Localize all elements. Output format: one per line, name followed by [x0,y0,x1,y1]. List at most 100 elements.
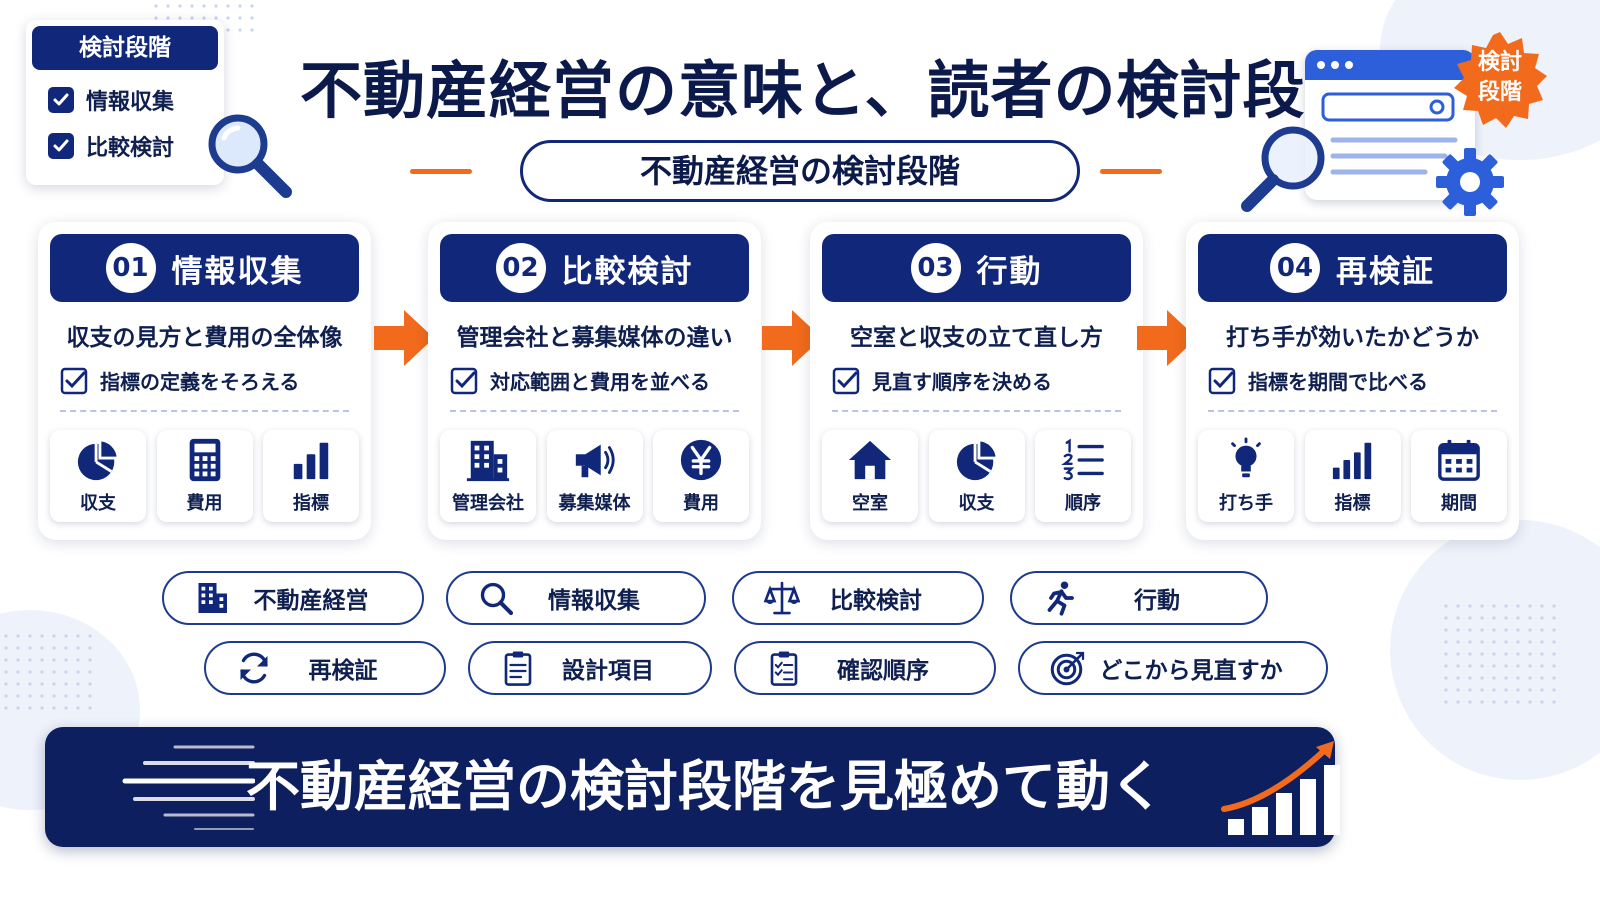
checklist-icon [770,651,798,686]
keyword-pill: 設計項目 [468,641,712,695]
stage-name: 情報収集 [171,253,304,290]
arrow-right-icon [762,310,822,366]
house-icon [848,440,892,480]
divider [60,410,349,412]
stage-checkpoint-label: 見直す順序を決める [872,370,1052,394]
stage-checkpoint: 指標を期間で比べる [1208,366,1498,395]
speed-lines-icon [122,745,255,830]
tile-label: 空室 [852,493,888,514]
clipboard-icon [504,651,532,686]
divider [1208,410,1497,412]
lightbulb-icon [1231,437,1261,478]
arrow-right-icon [374,310,434,366]
checklist-card: 検討段階 情報収集 比較検討 [26,20,224,185]
stage-header: 04 再検証 [1198,234,1507,302]
checkbox-checked-icon [1208,367,1236,394]
keyword-label: 確認順序 [837,658,929,684]
stage-description: 管理会社と募集媒体の違い [456,325,733,351]
icon-tile: 収支 [50,430,146,522]
badge-burst-icon [1454,32,1547,128]
icon-tile: 指標 [1304,430,1401,522]
keyword-label: 比較検討 [830,588,922,614]
divider [450,410,739,412]
pie-chart-icon [77,438,120,481]
stage-header: 03 行動 [822,234,1131,302]
building-icon [198,583,227,613]
stage-header: 01 情報収集 [50,234,359,302]
icon-tile: 指標 [263,430,359,522]
stage-number: 02 [495,243,546,293]
stage-header: 02 比較検討 [440,234,749,302]
stage-name: 再検証 [1336,253,1435,290]
browser-window-illustration [1305,50,1475,200]
growth-chart-icon [1221,741,1340,835]
checkbox-checked-icon [48,133,74,159]
stage-number: 01 [105,243,156,293]
section-subtitle: 不動産経営の検討段階 [520,140,1080,202]
keyword-label: どこから見直すか [1099,658,1283,684]
bar-chart-icon [1332,442,1371,480]
stage-checkpoint: 指標の定義をそろえる [60,366,350,395]
icon-tile: 空室 [822,430,918,522]
icon-tile: 打ち手 [1198,430,1294,522]
keyword-label: 設計項目 [562,658,654,684]
gear-icon [1436,148,1504,216]
badge-line: 検討 [1477,50,1522,75]
keyword-pill: 不動産経営 [162,571,424,625]
search-icon [480,582,514,616]
scale-icon [764,581,800,615]
stage-description: 収支の見方と費用の全体像 [66,325,343,351]
stage-checkpoint: 見直す順序を決める [832,366,1122,395]
checkbox-checked-icon [48,87,74,113]
keyword-pill: どこから見直すか [1018,641,1328,695]
pie-chart-icon [956,438,999,481]
stage-checkpoint-label: 指標の定義をそろえる [100,370,300,394]
checkbox-checked-icon [60,367,88,394]
keyword-pill: 情報収集 [446,571,706,625]
tile-label: 指標 [1334,493,1371,514]
refresh-icon [240,652,268,684]
tile-label: 順序 [1065,493,1101,514]
conclusion-text: 不動産経営の検討段階を見極めて動く [246,755,1164,818]
icon-tile: 順序 [1035,430,1131,522]
conclusion-banner: 不動産経営の検討段階を見極めて動く [45,727,1340,847]
page-title: 不動産経営の意味と、読者の検討段階 [300,54,1369,127]
badge-line: 段階 [1477,80,1522,105]
stage-name: 比較検討 [561,253,694,290]
tile-label: 打ち手 [1219,493,1273,514]
divider [832,410,1121,412]
stage-number: 03 [910,243,961,293]
checkbox-checked-icon [450,367,478,394]
megaphone-icon [575,444,615,478]
search-bar-icon [1321,92,1458,175]
keyword-label: 行動 [1134,588,1180,614]
bar-chart-icon [293,442,329,480]
tile-label: 管理会社 [452,493,524,514]
stage-card-01: 01 情報収集 収支の見方と費用の全体像 指標の定義をそろえる 収支 費用 指標 [38,222,371,540]
tile-label: 収支 [958,493,995,514]
tile-label: 費用 [683,493,719,514]
running-person-icon [1047,581,1074,616]
stage-card-04: 04 再検証 打ち手が効いたかどうか 指標を期間で比べる 打ち手 指標 期間 [1186,222,1519,540]
icon-tile: 募集媒体 [546,430,643,522]
stage-checkpoint-label: 対応範囲と費用を並べる [490,370,710,394]
tile-label: 収支 [80,493,116,514]
stage-card-03: 03 行動 空室と収支の立て直し方 見直す順序を決める 空室 収支 順序 [810,222,1143,540]
icon-tile: 費用 [156,430,253,522]
icon-tile: 費用 [653,430,749,522]
tile-label: 費用 [186,493,223,514]
icon-tile: 管理会社 [440,430,536,522]
target-icon [1050,651,1085,686]
magnifier-icon [1241,126,1325,212]
background-dots [1440,600,1560,710]
decorative-line [1100,169,1162,174]
checklist-item-label: 情報収集 [86,90,175,115]
stage-description: 打ち手が効いたかどうか [1226,325,1479,351]
stage-description: 空室と収支の立て直し方 [850,325,1103,351]
magnifier-icon [208,114,292,198]
calendar-icon [1438,439,1480,481]
building-icon [466,440,510,482]
keyword-label: 再検証 [308,658,378,684]
checklist-item: 情報収集 [48,84,224,116]
yen-coin-icon [680,439,722,481]
